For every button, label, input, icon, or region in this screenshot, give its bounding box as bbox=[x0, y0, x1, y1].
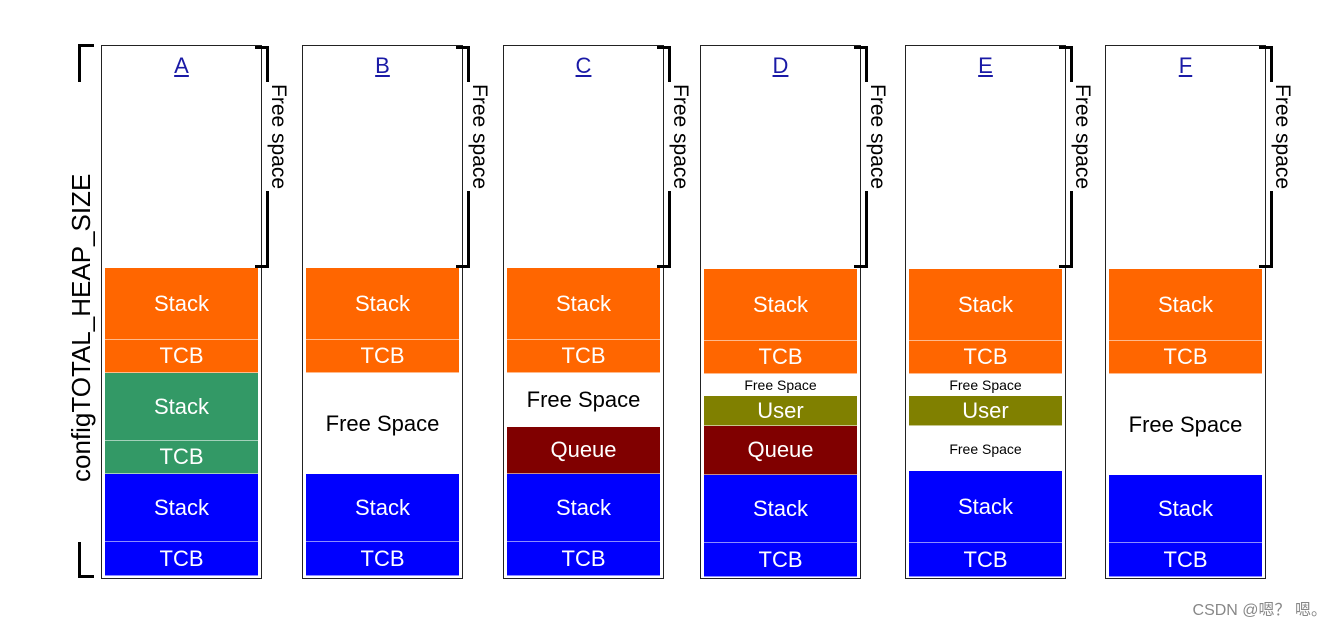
heap-block-user: User bbox=[704, 396, 857, 426]
column-title-a[interactable]: A bbox=[174, 53, 189, 78]
heap-block-tcb: TCB bbox=[306, 340, 459, 373]
free-space-label: Free space bbox=[1070, 82, 1094, 192]
heap-block-tcb: TCB bbox=[1109, 341, 1262, 374]
heap-block-free-space: Free Space bbox=[909, 426, 1062, 471]
heap-block-tcb: TCB bbox=[1109, 543, 1262, 577]
heap-block-stack: Stack bbox=[105, 268, 258, 340]
column-title-d[interactable]: D bbox=[772, 53, 789, 78]
column-title-b[interactable]: B bbox=[375, 53, 390, 78]
heap-block-stack: Stack bbox=[507, 268, 660, 340]
free-space-label: Free space bbox=[668, 82, 692, 192]
column-title-f[interactable]: F bbox=[1178, 53, 1193, 78]
heap-block-tcb: TCB bbox=[105, 340, 258, 373]
heap-block-queue: Queue bbox=[507, 427, 660, 474]
heap-block-user: User bbox=[909, 396, 1062, 426]
heap-block-tcb: TCB bbox=[704, 543, 857, 577]
heap-block-tcb: TCB bbox=[909, 341, 1062, 374]
heap-block-free-space: Free Space bbox=[306, 373, 459, 474]
heap-block-stack: Stack bbox=[704, 475, 857, 543]
free-space-label: Free space bbox=[865, 82, 889, 192]
heap-block-stack: Stack bbox=[1109, 269, 1262, 341]
heap-block-tcb: TCB bbox=[105, 441, 258, 474]
heap-block-stack: Stack bbox=[704, 269, 857, 341]
heap-block-stack: Stack bbox=[306, 268, 459, 340]
heap-block-tcb: TCB bbox=[909, 543, 1062, 577]
heap-block-queue: Queue bbox=[704, 426, 857, 475]
heap-block-tcb: TCB bbox=[105, 542, 258, 576]
free-space-label: Free space bbox=[1270, 82, 1294, 192]
column-title-c[interactable]: C bbox=[575, 53, 592, 78]
free-space-label: Free space bbox=[467, 82, 491, 192]
heap-block-free-space: Free Space bbox=[507, 373, 660, 427]
watermark: CSDN @嗯？ 嗯。 bbox=[1192, 602, 1327, 619]
heap-block-free-space: Free Space bbox=[1109, 374, 1262, 475]
heap-block-stack: Stack bbox=[105, 474, 258, 542]
heap-block-free-space: Free Space bbox=[704, 374, 857, 396]
heap-size-axis-label: configTOTAL_HEAP_SIZE bbox=[66, 173, 96, 482]
heap-block-free-space: Free Space bbox=[909, 374, 1062, 396]
free-space-label: Free space bbox=[266, 82, 290, 192]
column-title-e[interactable]: E bbox=[978, 53, 993, 78]
heap-block-tcb: TCB bbox=[306, 542, 459, 576]
heap-block-stack: Stack bbox=[507, 474, 660, 542]
heap-block-tcb: TCB bbox=[704, 341, 857, 374]
heap-block-stack: Stack bbox=[909, 471, 1062, 543]
heap-block-stack: Stack bbox=[1109, 475, 1262, 543]
heap-block-stack: Stack bbox=[306, 474, 459, 542]
heap-block-stack: Stack bbox=[909, 269, 1062, 341]
heap-block-tcb: TCB bbox=[507, 542, 660, 576]
heap-size-bracket-bottom bbox=[78, 542, 94, 578]
heap-size-bracket-top bbox=[78, 44, 94, 82]
heap-block-tcb: TCB bbox=[507, 340, 660, 373]
heap-block-stack: Stack bbox=[105, 373, 258, 441]
